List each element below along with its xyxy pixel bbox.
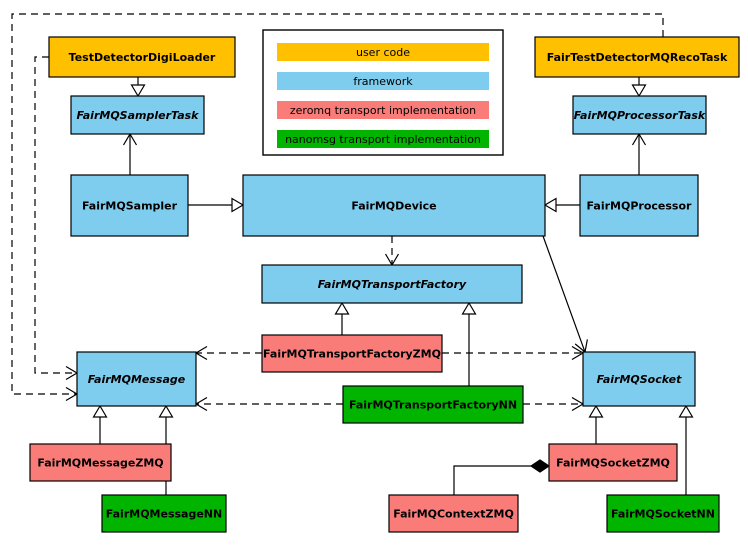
class-node-FairMQSocket[interactable]: FairMQSocket xyxy=(582,351,696,407)
class-node-FairMQProcessor[interactable]: FairMQProcessor xyxy=(579,174,699,237)
class-node-box[interactable] xyxy=(29,443,172,482)
composition-diamond-icon xyxy=(529,459,551,473)
class-node-FairMQContextZMQ[interactable]: FairMQContextZMQ xyxy=(388,494,519,533)
edge-factoryzmq-socket xyxy=(442,345,585,361)
class-node-box[interactable] xyxy=(548,443,678,482)
class-node-box[interactable] xyxy=(48,36,236,78)
class-node-box[interactable] xyxy=(579,174,699,237)
edge-processor-processortask xyxy=(631,132,647,175)
edge-factoryzmq-factory xyxy=(334,301,350,335)
class-node-box[interactable] xyxy=(242,174,546,237)
edge-line xyxy=(11,13,664,395)
legend-item-1: framework xyxy=(277,72,489,90)
legend-swatch xyxy=(277,72,489,90)
generalization-arrowhead-icon xyxy=(631,84,647,98)
generalization-arrowhead-icon xyxy=(92,404,108,418)
edge-device-socket xyxy=(542,235,588,354)
class-node-FairMQDevice[interactable]: FairMQDevice xyxy=(242,174,546,237)
generalization-arrowhead-icon xyxy=(231,197,245,213)
edge-processor-device xyxy=(543,197,580,213)
class-node-TestDetectorDigiLoader[interactable]: TestDetectorDigiLoader xyxy=(48,36,236,78)
class-node-box[interactable] xyxy=(261,264,523,304)
edge-contextzmq-socketzmq xyxy=(453,459,551,495)
generalization-arrowhead-icon xyxy=(130,84,146,98)
edge-sampler-device xyxy=(188,197,245,213)
class-node-box[interactable] xyxy=(70,174,189,237)
legend-item-3: nanomsg transport implementation xyxy=(277,130,489,148)
edge-sampler-samplertask xyxy=(122,132,138,175)
class-node-FairMQSamplerTask[interactable]: FairMQSamplerTask xyxy=(70,95,205,135)
class-node-box[interactable] xyxy=(261,334,443,373)
generalization-arrowhead-icon xyxy=(543,197,557,213)
class-node-FairMQTransportFactoryZMQ[interactable]: FairMQTransportFactoryZMQ xyxy=(261,334,443,373)
edge-socketnn-socket xyxy=(678,404,694,495)
class-node-box[interactable] xyxy=(76,351,197,407)
edge-factorynn-socket xyxy=(523,396,585,412)
legend-swatch xyxy=(277,43,489,61)
class-node-FairMQTransportFactory[interactable]: FairMQTransportFactory xyxy=(261,264,523,304)
legend-layer: user code framework zeromq transport imple… xyxy=(262,29,504,156)
edge-digiloader-samplertask xyxy=(130,77,146,98)
class-node-FairMQSocketNN[interactable]: FairMQSocketNN xyxy=(606,494,720,533)
class-node-FairMQMessage[interactable]: FairMQMessage xyxy=(76,351,197,407)
class-node-box[interactable] xyxy=(582,351,696,407)
class-node-FairMQSampler[interactable]: FairMQSampler xyxy=(70,174,189,237)
generalization-arrowhead-icon xyxy=(461,301,477,315)
edge-recotask-processortask xyxy=(631,77,647,98)
edge-messagezmq-message xyxy=(92,404,108,444)
class-node-box[interactable] xyxy=(572,95,707,135)
class-node-box[interactable] xyxy=(70,95,205,135)
generalization-arrowhead-icon xyxy=(158,404,174,418)
edge-factorynn-factory xyxy=(461,301,477,386)
edge-line xyxy=(542,235,586,352)
edge-line xyxy=(34,56,76,374)
generalization-arrowhead-icon xyxy=(678,404,694,418)
edge-device-transportfactory xyxy=(384,236,400,267)
class-node-box[interactable] xyxy=(534,36,740,78)
edge-factoryzmq-message xyxy=(194,345,262,361)
class-node-FairMQSocketZMQ[interactable]: FairMQSocketZMQ xyxy=(548,443,678,482)
class-node-FairMQMessageZMQ[interactable]: FairMQMessageZMQ xyxy=(29,443,172,482)
class-node-box[interactable] xyxy=(606,494,720,533)
class-node-box[interactable] xyxy=(101,494,227,533)
edge-factorynn-message xyxy=(194,396,343,412)
class-node-box[interactable] xyxy=(342,385,524,424)
legend-swatch xyxy=(277,130,489,148)
legend-swatch xyxy=(277,101,489,119)
class-node-FairMQProcessorTask[interactable]: FairMQProcessorTask xyxy=(572,95,707,135)
edge-line xyxy=(453,465,531,495)
class-node-FairTestDetectorMQRecoTask[interactable]: FairTestDetectorMQRecoTask xyxy=(534,36,740,78)
generalization-arrowhead-icon xyxy=(588,404,604,418)
generalization-arrowhead-icon xyxy=(334,301,350,315)
legend-item-2: zeromq transport implementation xyxy=(277,101,489,119)
class-node-box[interactable] xyxy=(388,494,519,533)
edge-socketzmq-socket xyxy=(588,404,604,444)
legend-item-0: user code xyxy=(277,43,489,61)
class-node-FairMQTransportFactoryNN[interactable]: FairMQTransportFactoryNN xyxy=(342,385,524,424)
class-node-FairMQMessageNN[interactable]: FairMQMessageNN xyxy=(101,494,227,533)
